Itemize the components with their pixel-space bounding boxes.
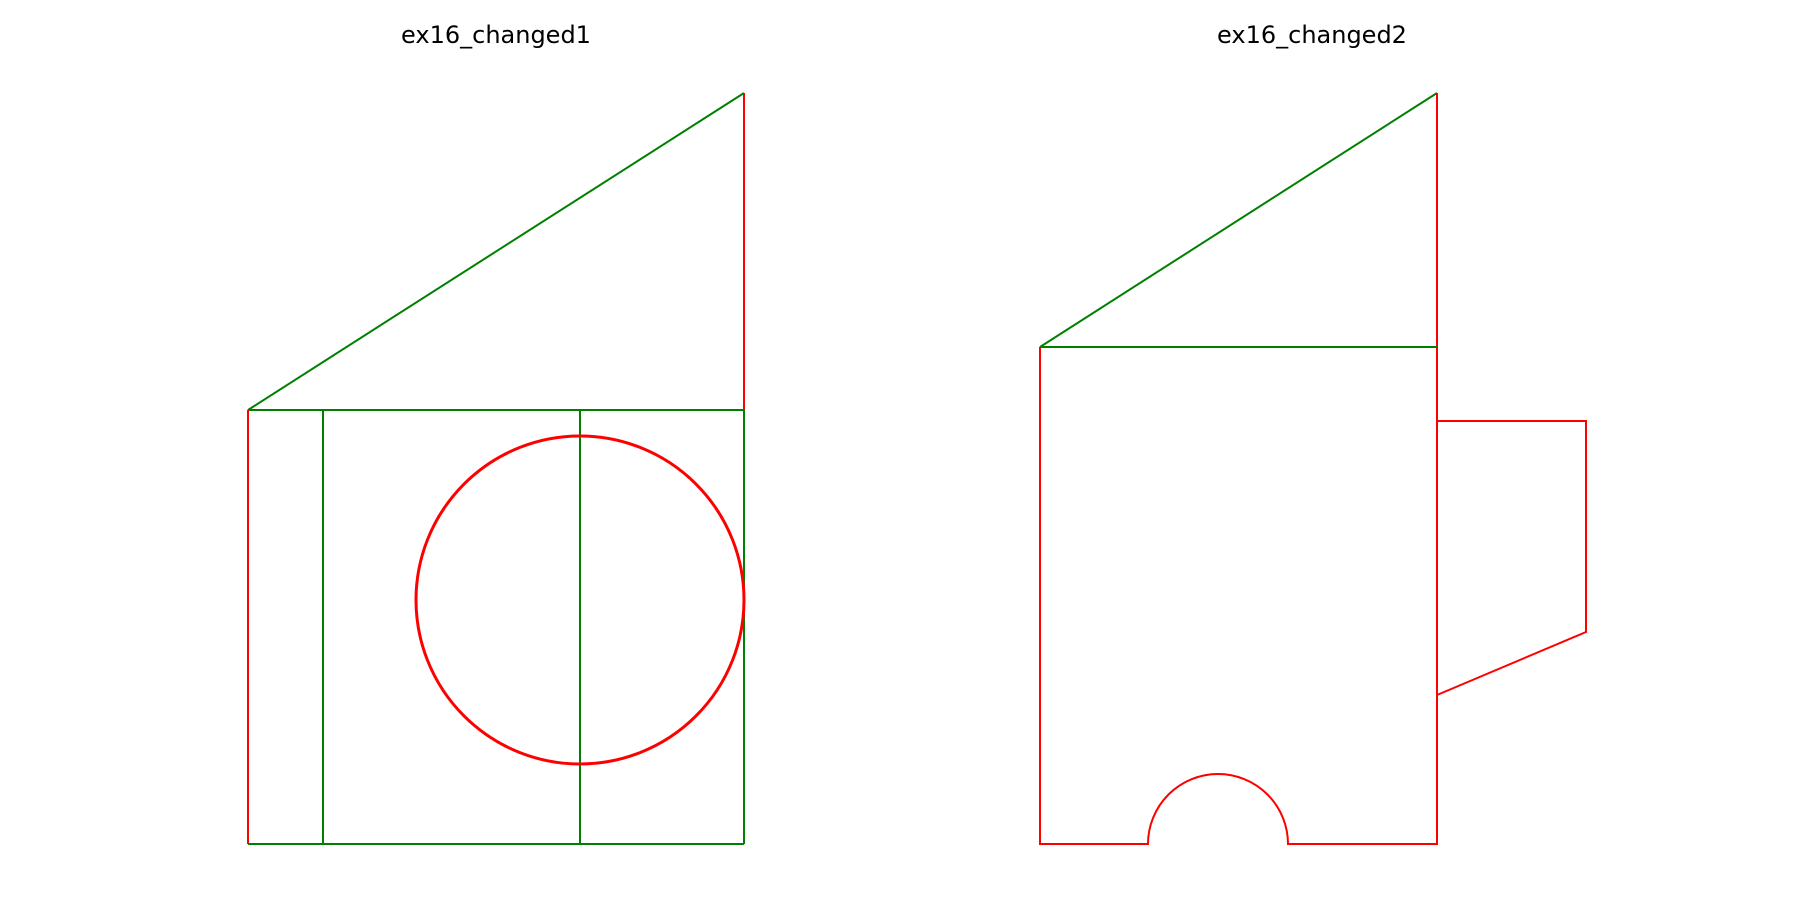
panel-ex16-changed2: ex16_changed2	[1039, 21, 1587, 845]
triangle-hypotenuse	[1039, 92, 1438, 348]
side-tab	[1436, 420, 1587, 696]
panel-title-2: ex16_changed2	[1217, 21, 1407, 49]
triangle-hypotenuse	[247, 92, 745, 411]
circle	[414, 434, 746, 766]
body-outline-with-notch	[1039, 347, 1438, 845]
panel-ex16-changed1: ex16_changed1	[247, 21, 746, 845]
panel-title-1: ex16_changed1	[401, 21, 591, 49]
